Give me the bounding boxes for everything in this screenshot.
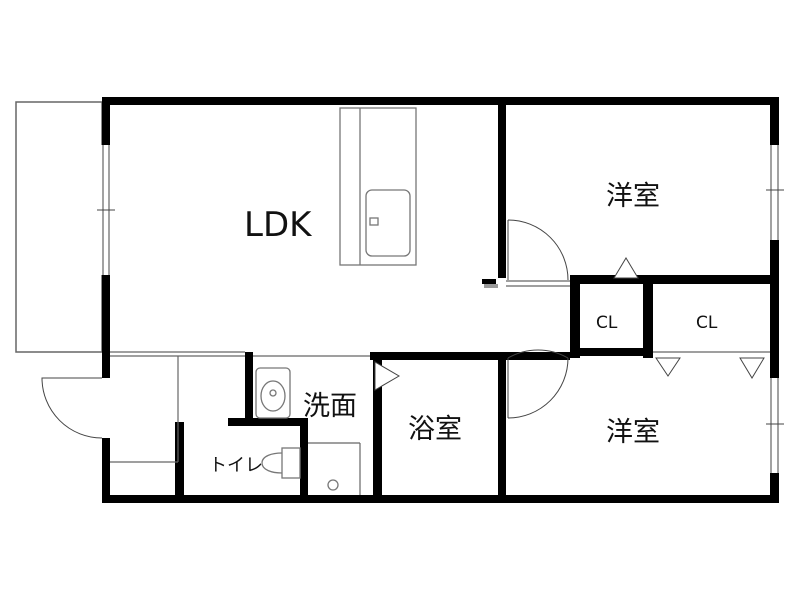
room-label-washroom: 洗面	[303, 391, 357, 422]
room-label-western-2: 洋室	[606, 417, 660, 448]
drain	[327, 479, 339, 491]
room-label-toilet: トイレ	[209, 455, 263, 476]
room-label-closet-2: CL	[696, 313, 718, 333]
folding-doors	[374, 257, 765, 391]
door-swings	[507, 219, 569, 419]
washbasin	[255, 367, 291, 419]
room-label-closet-1: CL	[596, 313, 618, 333]
outer-walls	[102, 97, 779, 503]
entrance-door	[41, 377, 111, 439]
interior-walls	[175, 102, 770, 498]
partition-marker	[484, 284, 498, 288]
kitchen-counter	[339, 107, 417, 266]
toilet-fixture	[261, 447, 301, 479]
room-label-ldk: LDK	[244, 205, 313, 245]
thin-partitions	[110, 280, 770, 495]
balcony	[15, 101, 103, 353]
room-label-western-1: 洋室	[606, 181, 660, 212]
room-label-bathroom: 浴室	[408, 414, 462, 445]
